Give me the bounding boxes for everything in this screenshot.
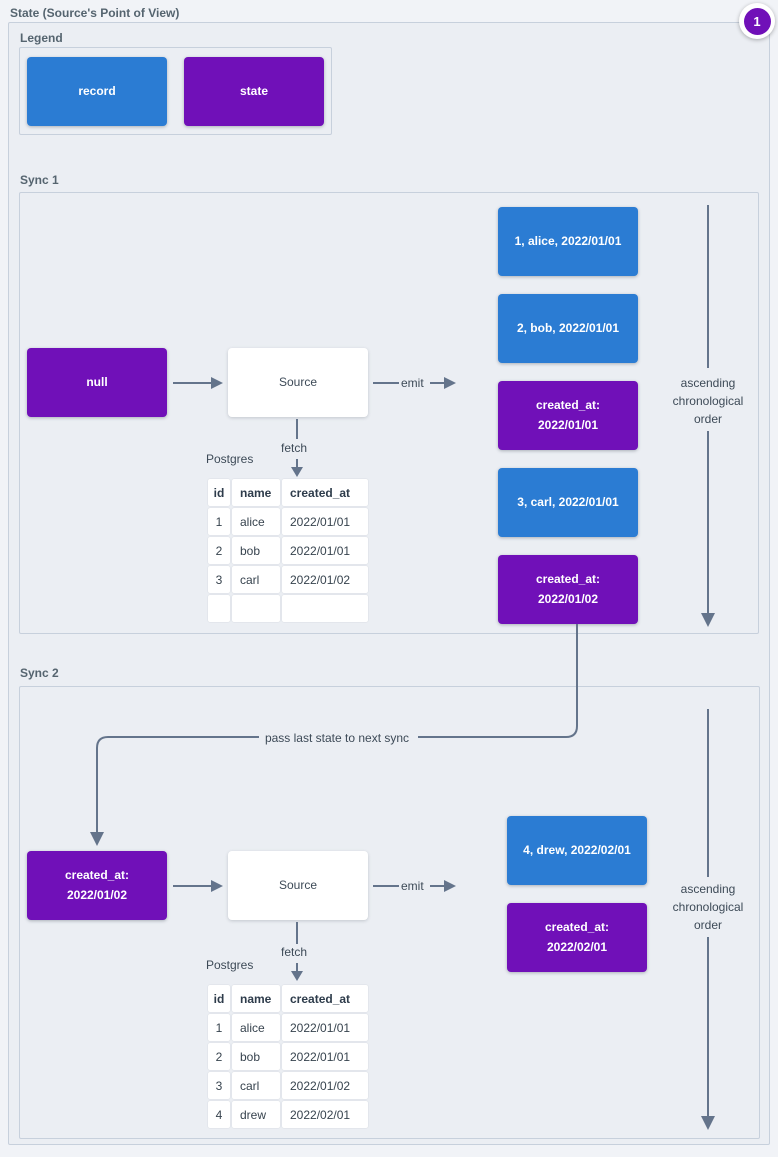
sync2-source-node: Source xyxy=(228,851,368,920)
sync1-input-state-node: null xyxy=(27,348,167,417)
sync1-fetch-label: fetch xyxy=(280,441,308,455)
cell xyxy=(208,595,230,622)
cell: carl xyxy=(232,566,280,593)
sync2-emit-label: emit xyxy=(401,879,424,893)
cell: 2022/01/01 xyxy=(282,1014,368,1041)
sync1-record-3: 3, carl, 2022/01/01 xyxy=(498,468,638,537)
legend-state-swatch: state xyxy=(184,57,324,126)
sync2-fetch-label: fetch xyxy=(280,945,308,959)
step-badge: 1 xyxy=(739,3,775,39)
sync1-state-2: created_at: 2022/01/02 xyxy=(498,555,638,624)
pass-state-label: pass last state to next sync xyxy=(264,731,410,745)
col-header-name: name xyxy=(232,985,280,1012)
sync2-db-label: Postgres xyxy=(206,958,254,972)
sync1-state-1: created_at: 2022/01/01 xyxy=(498,381,638,450)
sync2-record-1: 4, drew, 2022/02/01 xyxy=(507,816,647,885)
sync1-postgres-table: id name created_at 1 alice 2022/01/01 2 … xyxy=(206,477,370,624)
sync1-label: Sync 1 xyxy=(20,173,59,187)
sync1-record-2: 2, bob, 2022/01/01 xyxy=(498,294,638,363)
sync1-source-node: Source xyxy=(228,348,368,417)
cell: alice xyxy=(232,508,280,535)
col-header-created-at: created_at xyxy=(282,479,368,506)
cell: 2022/02/01 xyxy=(282,1101,368,1128)
legend-label: Legend xyxy=(20,31,63,45)
table-row: 3 carl 2022/01/02 xyxy=(208,566,368,593)
legend-panel xyxy=(19,47,332,135)
cell: 1 xyxy=(208,1014,230,1041)
cell: 3 xyxy=(208,566,230,593)
cell: 2022/01/01 xyxy=(282,537,368,564)
cell: 2022/01/02 xyxy=(282,1072,368,1099)
table-row-empty xyxy=(208,595,368,622)
col-header-id: id xyxy=(208,479,230,506)
sync1-record-1: 1, alice, 2022/01/01 xyxy=(498,207,638,276)
sync1-panel xyxy=(19,192,759,634)
table-row: 2 bob 2022/01/01 xyxy=(208,537,368,564)
legend-record-swatch: record xyxy=(27,57,167,126)
col-header-created-at: created_at xyxy=(282,985,368,1012)
col-header-name: name xyxy=(232,479,280,506)
sync2-order-note: ascending chronological order xyxy=(672,882,744,932)
cell xyxy=(232,595,280,622)
cell: drew xyxy=(232,1101,280,1128)
table-row: 4 drew 2022/02/01 xyxy=(208,1101,368,1128)
sync1-order-note: ascending chronological order xyxy=(672,376,744,426)
table-header-row: id name created_at xyxy=(208,985,368,1012)
sync2-label: Sync 2 xyxy=(20,666,59,680)
cell: carl xyxy=(232,1072,280,1099)
cell: 4 xyxy=(208,1101,230,1128)
cell: 2022/01/02 xyxy=(282,566,368,593)
cell: 2 xyxy=(208,1043,230,1070)
table-row: 2 bob 2022/01/01 xyxy=(208,1043,368,1070)
sync2-postgres-table: id name created_at 1 alice 2022/01/01 2 … xyxy=(206,983,370,1130)
table-row: 1 alice 2022/01/01 xyxy=(208,1014,368,1041)
table-row: 1 alice 2022/01/01 xyxy=(208,508,368,535)
sync1-db-label: Postgres xyxy=(206,452,254,466)
step-badge-number: 1 xyxy=(743,7,771,35)
sync2-panel xyxy=(19,686,760,1139)
cell: 2 xyxy=(208,537,230,564)
cell: bob xyxy=(232,1043,280,1070)
col-header-id: id xyxy=(208,985,230,1012)
sync2-state-1: created_at: 2022/02/01 xyxy=(507,903,647,972)
cell: alice xyxy=(232,1014,280,1041)
cell: 2022/01/01 xyxy=(282,1043,368,1070)
cell: 2022/01/01 xyxy=(282,508,368,535)
table-row: 3 carl 2022/01/02 xyxy=(208,1072,368,1099)
cell: 3 xyxy=(208,1072,230,1099)
cell: 1 xyxy=(208,508,230,535)
sync2-input-state-node: created_at: 2022/01/02 xyxy=(27,851,167,920)
cell: bob xyxy=(232,537,280,564)
cell xyxy=(282,595,368,622)
sync1-emit-label: emit xyxy=(401,376,424,390)
table-header-row: id name created_at xyxy=(208,479,368,506)
page-title: State (Source's Point of View) xyxy=(10,6,180,20)
